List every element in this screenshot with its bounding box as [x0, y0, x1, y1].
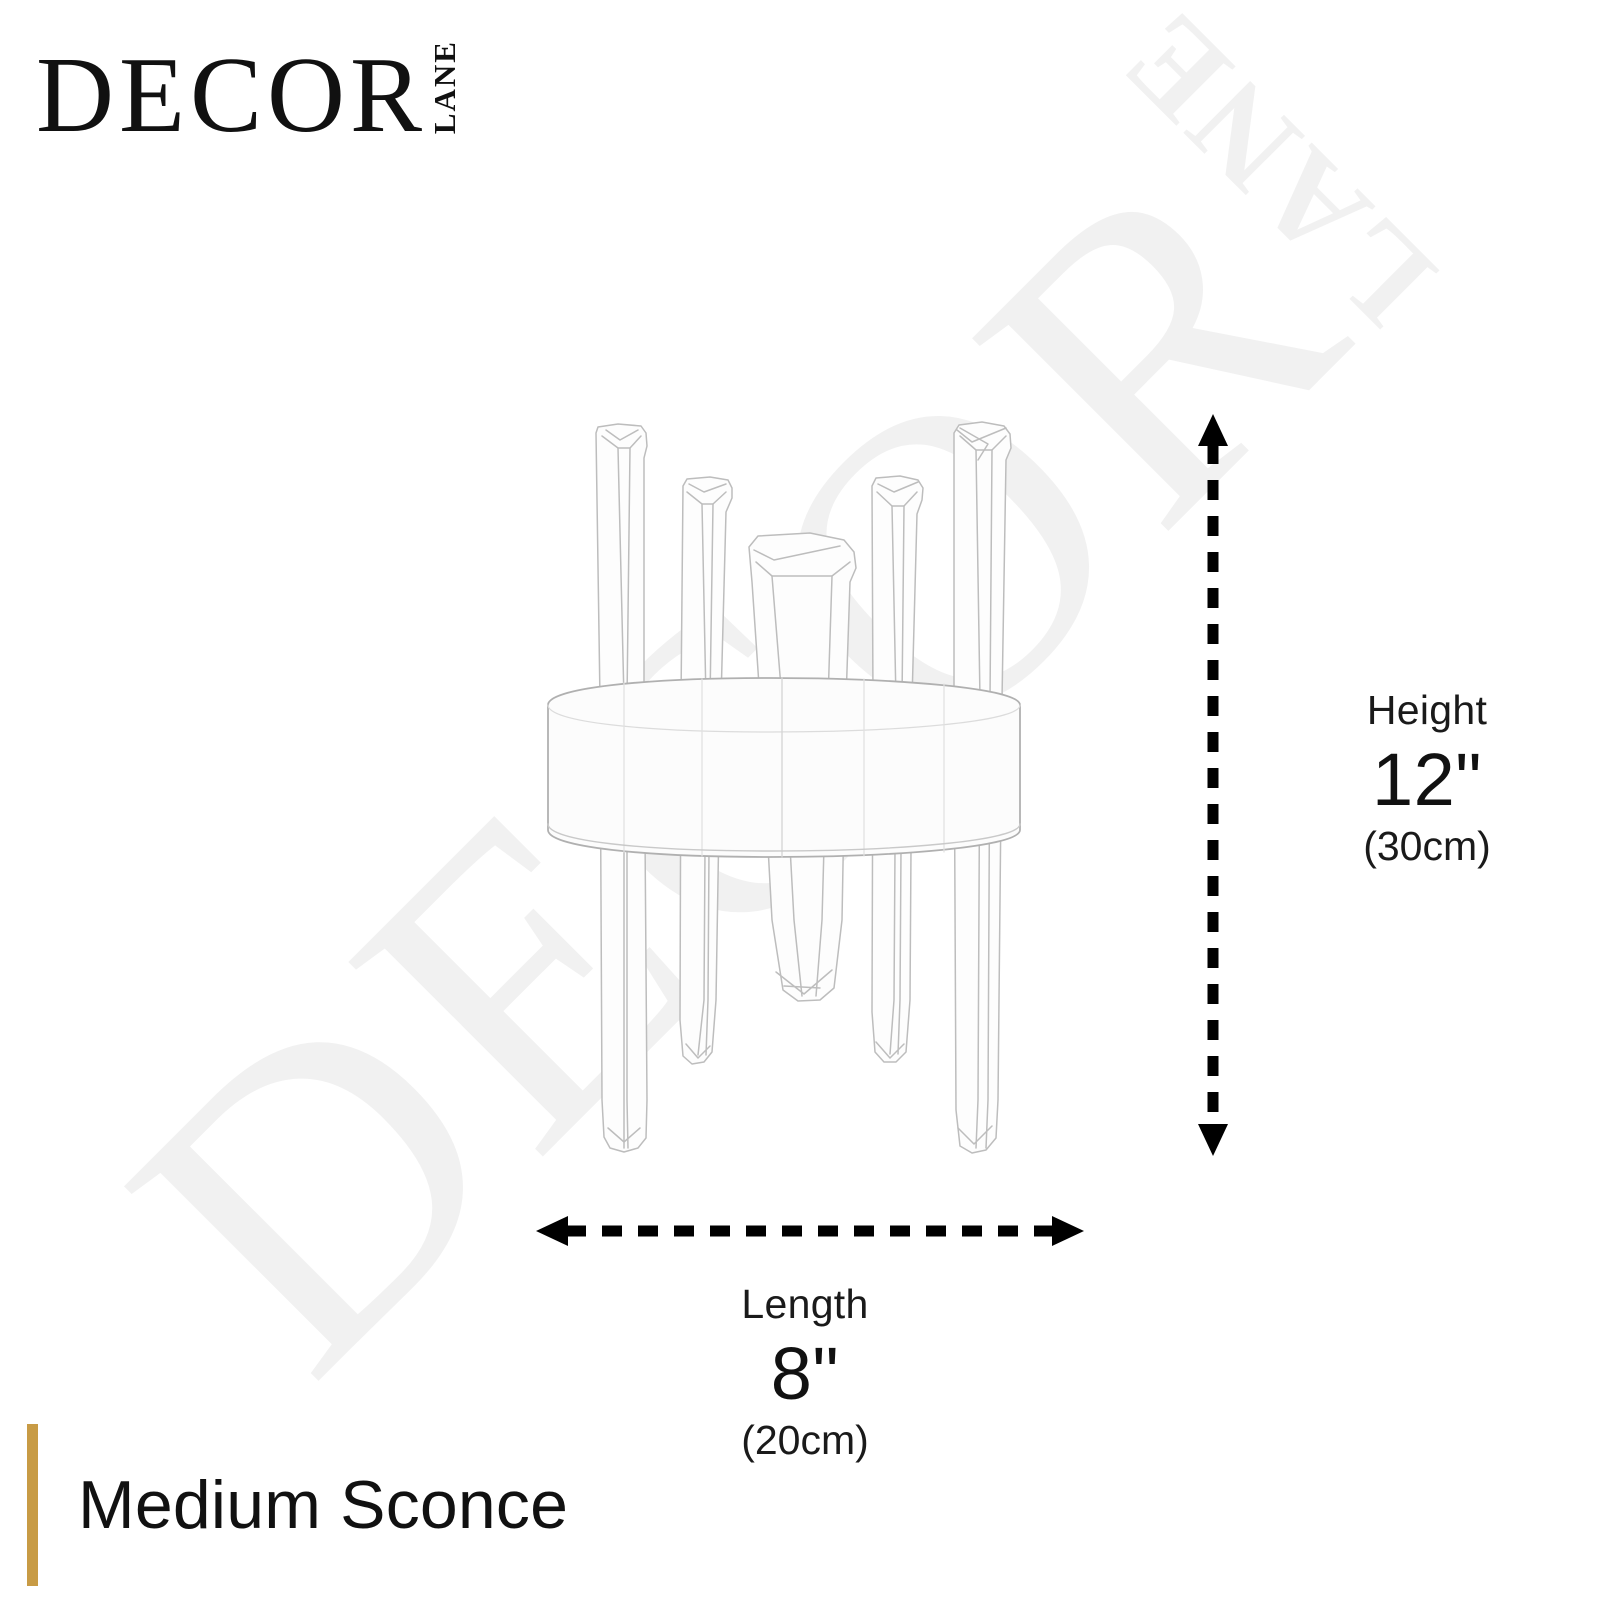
logo-lane-text: LANE [427, 40, 463, 135]
length-dimension-label: Length 8" (20cm) [640, 1281, 970, 1463]
accent-bar [27, 1424, 38, 1586]
sconce-line-drawing-icon [547, 421, 1021, 1154]
product-title-block: Medium Sconce [27, 1424, 568, 1586]
height-dimension-label: Height 12" (30cm) [1262, 687, 1592, 869]
watermark-lane-text: LANE [1092, 0, 1462, 353]
length-metric: (20cm) [741, 1416, 869, 1463]
arrow-head-right-icon [1052, 1216, 1084, 1246]
product-illustration [520, 400, 1080, 1190]
product-name: Medium Sconce [78, 1467, 569, 1543]
arrow-head-down-icon [1198, 1124, 1228, 1156]
height-value: 12" [1371, 738, 1483, 822]
height-dimension-arrow [1198, 414, 1228, 1156]
height-metric: (30cm) [1363, 822, 1491, 869]
length-caption: Length [741, 1281, 869, 1327]
length-dimension-arrow [536, 1216, 1084, 1246]
arrow-head-left-icon [536, 1216, 568, 1246]
arrow-head-up-icon [1198, 414, 1228, 446]
length-value: 8" [770, 1332, 840, 1416]
height-caption: Height [1366, 687, 1488, 733]
brand-logo: DECOR LANE [36, 35, 463, 155]
logo-decor-text: DECOR [36, 35, 428, 155]
